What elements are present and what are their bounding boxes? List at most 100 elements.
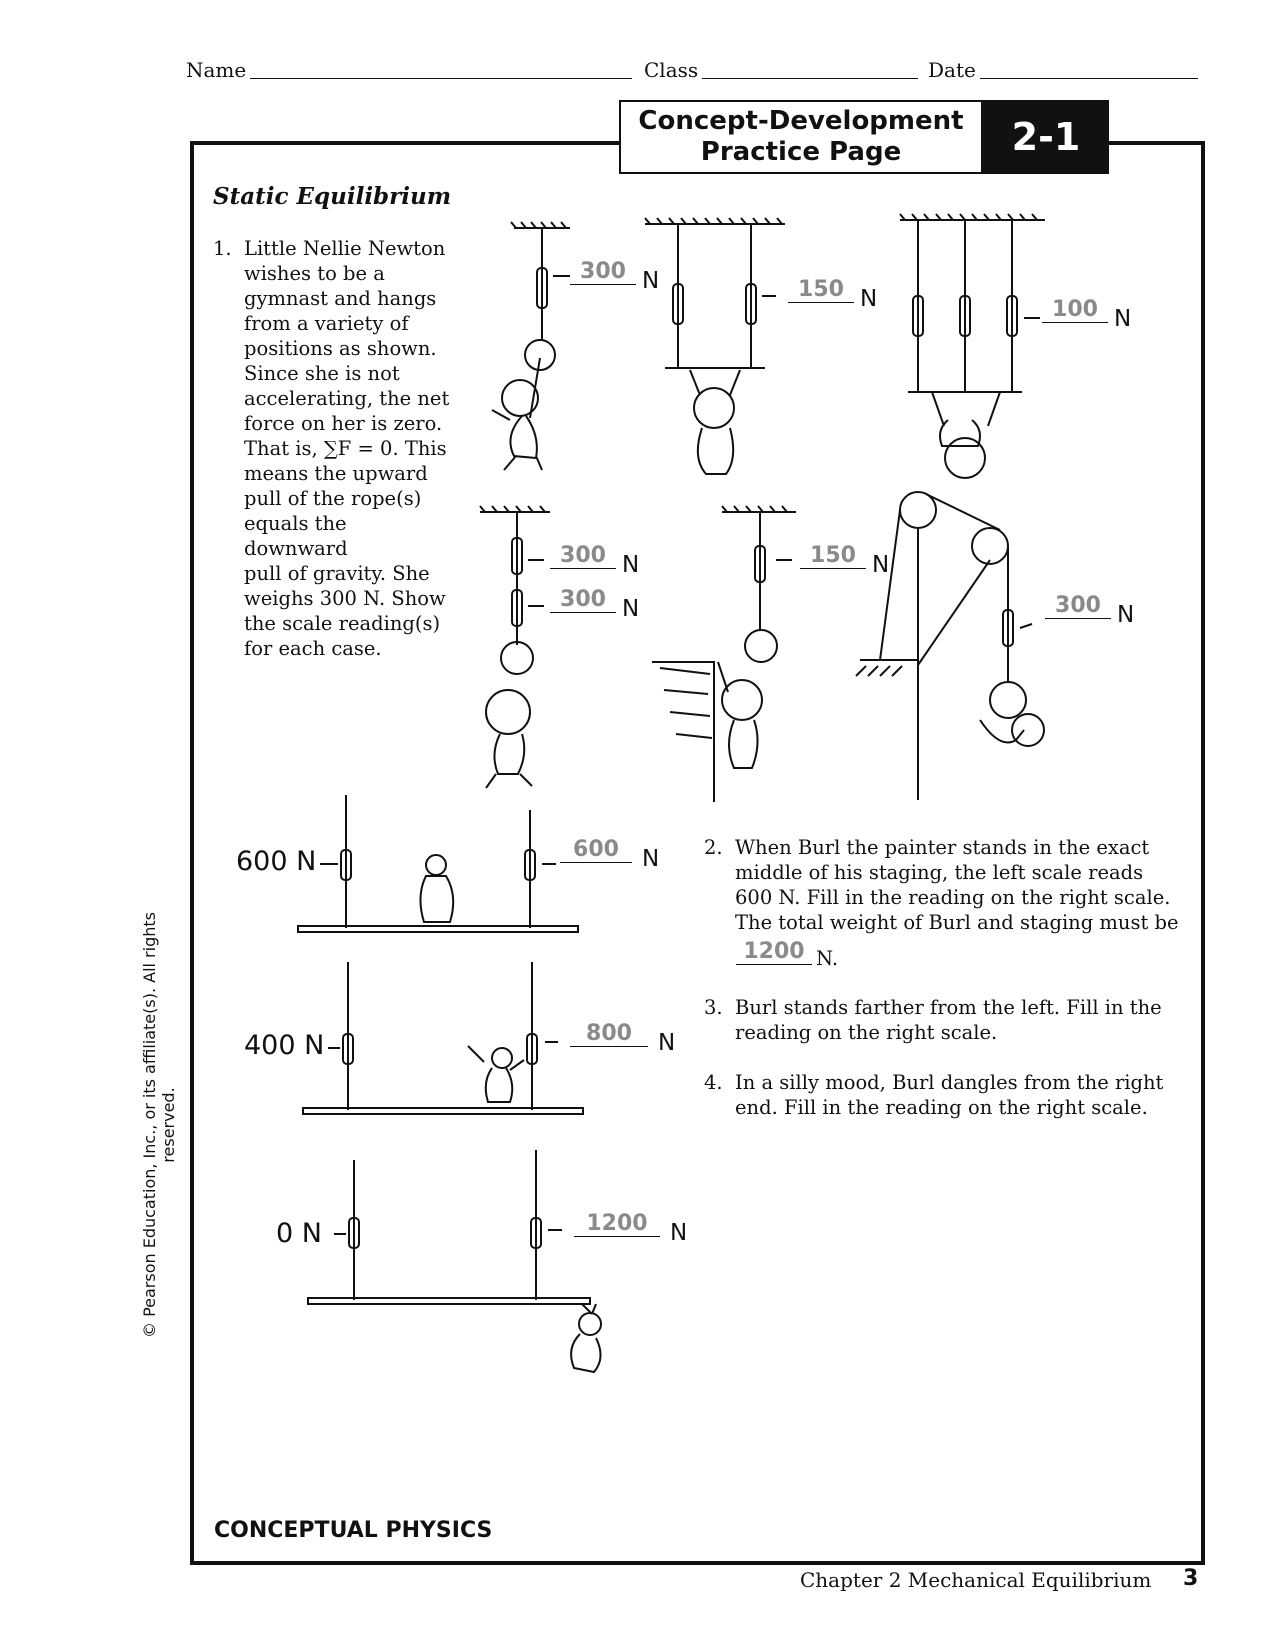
q1-line: force on her is zero. xyxy=(244,412,443,435)
unit-label: N xyxy=(1117,602,1135,628)
spring-scale-right xyxy=(745,283,757,325)
figure-head xyxy=(944,437,986,479)
figure-head xyxy=(501,379,539,417)
spring-scale-top xyxy=(511,537,523,575)
question-number: 2. xyxy=(704,836,723,859)
q3-line: reading on the right scale. xyxy=(735,1021,998,1044)
unit-label: N xyxy=(872,552,890,578)
spring-scale-bottom xyxy=(511,589,523,627)
scale-reading-answer[interactable]: 300 xyxy=(570,260,636,285)
spring-scale-right xyxy=(524,849,536,881)
scale-reading-answer[interactable]: 150 xyxy=(788,278,854,303)
scale-reading-answer[interactable]: 300 xyxy=(550,544,616,569)
spring-scale xyxy=(754,545,766,583)
ground xyxy=(855,659,918,677)
question-2: 2. When Burl the painter stands in the e… xyxy=(704,835,1184,975)
copyright-notice: © Pearson Education, Inc., or its affili… xyxy=(140,912,178,1339)
q2-line: When Burl the painter stands in the exac… xyxy=(735,836,1150,859)
unit-label: N xyxy=(622,596,640,622)
q1-line: equals the downward xyxy=(244,512,348,560)
q4-line: end. Fill in the reading on the right sc… xyxy=(735,1096,1148,1119)
figure-head xyxy=(1011,713,1045,747)
total-weight-answer[interactable]: 1200 xyxy=(736,940,812,965)
spring-scale-left xyxy=(342,1033,354,1065)
scene-pulleys xyxy=(855,491,1045,800)
scene-single-rope xyxy=(491,221,570,471)
spring-scale-left xyxy=(348,1217,360,1249)
left-scale-given: 600 N xyxy=(236,846,317,877)
right-scale-answer[interactable]: 1200 xyxy=(574,1212,660,1237)
staging-board xyxy=(297,925,579,933)
q1-line: for each case. xyxy=(244,637,382,660)
left-scale-given: 0 N xyxy=(276,1218,322,1249)
question-number: 3. xyxy=(704,996,723,1019)
staging-board xyxy=(307,1297,591,1305)
date-field-line[interactable] xyxy=(980,78,1198,79)
unit-label: N xyxy=(670,1220,688,1246)
question-number: 4. xyxy=(704,1071,723,1094)
scene-staging-offset xyxy=(302,962,584,1115)
burl-head xyxy=(491,1047,513,1069)
page-number: 3 xyxy=(1183,1566,1199,1591)
scale-reading-answer[interactable]: 300 xyxy=(1045,594,1111,619)
book-title: CONCEPTUAL PHYSICS xyxy=(214,1518,493,1543)
ring xyxy=(744,629,778,663)
left-scale-given: 400 N xyxy=(244,1030,325,1061)
spring-scale-left xyxy=(672,283,684,325)
arrow xyxy=(1019,623,1033,629)
unit-label: N xyxy=(642,846,660,872)
practice-page-number: 2-1 xyxy=(983,100,1109,174)
spring-scale-left xyxy=(340,849,352,881)
q1-line: gymnast and hangs xyxy=(244,287,437,310)
q1-line: the scale reading(s) xyxy=(244,612,441,635)
support xyxy=(917,559,991,666)
right-scale-answer[interactable]: 800 xyxy=(570,1022,648,1047)
total-weight-unit: N. xyxy=(816,947,839,970)
q2-line: The total weight of Burl and staging mus… xyxy=(735,911,1179,934)
unit-label: N xyxy=(860,286,878,312)
title-line-2: Practice Page xyxy=(700,137,902,167)
chapter-label: Chapter 2 Mechanical Equilibrium xyxy=(800,1568,1152,1592)
spring-scale-3 xyxy=(1006,295,1018,337)
unit-label: N xyxy=(642,268,660,294)
class-label: Class xyxy=(644,58,699,82)
section-title: Static Equilibrium xyxy=(213,183,452,210)
q1-line: accelerating, the net xyxy=(244,387,450,410)
figure-head xyxy=(693,387,735,429)
scene-staging-center xyxy=(297,795,579,933)
pulley-right xyxy=(971,527,1009,565)
q4-line: In a silly mood, Burl dangles from the r… xyxy=(735,1071,1164,1094)
pulley-left xyxy=(899,491,937,529)
q1-line: pull of gravity. She xyxy=(244,562,430,585)
spring-scale-right xyxy=(526,1033,538,1065)
scale-reading-answer[interactable]: 300 xyxy=(550,588,616,613)
q1-line: pull of the rope(s) xyxy=(244,487,422,510)
q2-line: middle of his staging, the left scale re… xyxy=(735,861,1144,884)
q1-line: Little Nellie Newton xyxy=(244,237,446,260)
name-field-line[interactable] xyxy=(250,78,632,79)
rope-to-ground xyxy=(879,509,901,661)
q1-line: from a variety of xyxy=(244,312,409,335)
scale-reading-answer[interactable]: 150 xyxy=(800,544,866,569)
burl-head xyxy=(425,854,447,876)
question-4: 4. In a silly mood, Burl dangles from th… xyxy=(704,1070,1184,1126)
right-scale-answer[interactable]: 600 xyxy=(560,838,632,863)
cliff xyxy=(652,661,715,802)
spring-scale-right xyxy=(530,1217,542,1249)
q1-line: wishes to be a xyxy=(244,262,385,285)
q3-line: Burl stands farther from the left. Fill … xyxy=(735,996,1162,1019)
unit-label: N xyxy=(1114,306,1132,332)
question-number: 1. xyxy=(213,237,232,260)
spring-scale xyxy=(1002,609,1014,647)
unit-label: N xyxy=(658,1030,676,1056)
q1-line: weighs 300 N. Show xyxy=(244,587,446,610)
page-title: Concept-Development Practice Page xyxy=(619,100,983,174)
class-field-line[interactable] xyxy=(702,78,918,79)
spring-scale-1 xyxy=(912,295,924,337)
scale-reading-answer[interactable]: 100 xyxy=(1042,298,1108,323)
staging-board xyxy=(302,1107,584,1115)
spring-scale xyxy=(536,267,548,309)
spring-scale-2 xyxy=(959,295,971,337)
title-line-1: Concept-Development xyxy=(638,106,964,136)
question-3: 3. Burl stands farther from the left. Fi… xyxy=(704,995,1184,1051)
